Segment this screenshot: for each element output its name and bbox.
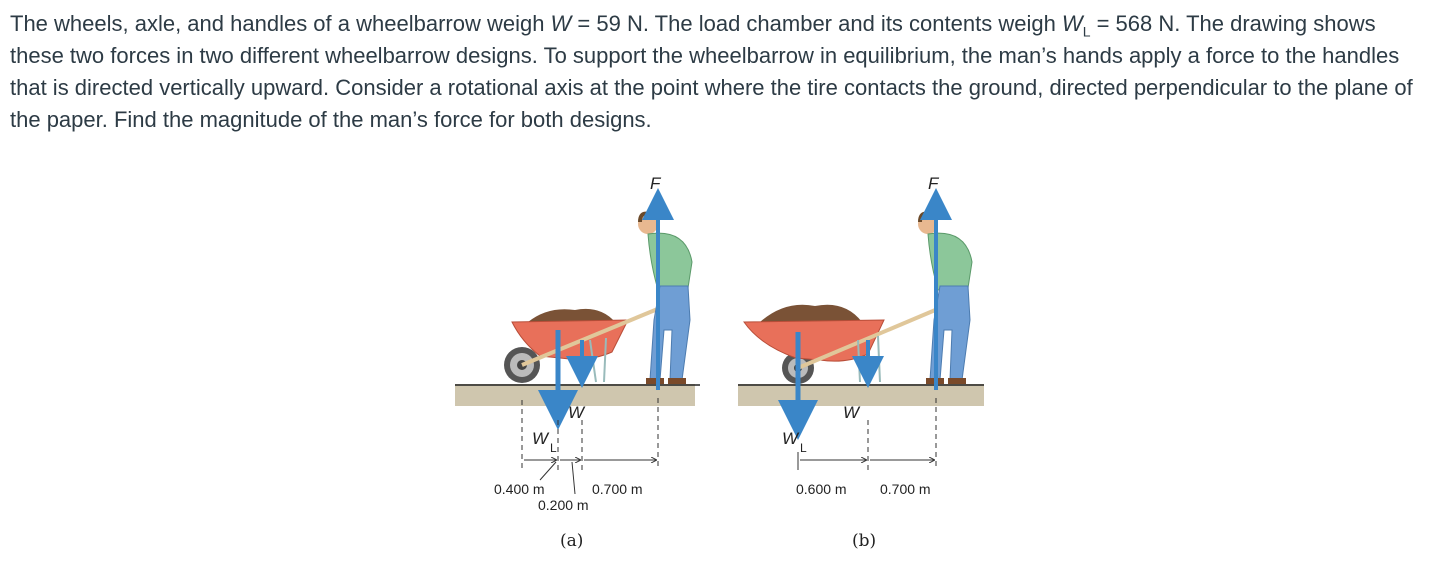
problem-text: The wheels, axle, and handles of a wheel… [10, 8, 1428, 136]
force-label-b: F [928, 174, 940, 193]
wheelbarrow-figure: F W W L 0.400 m 0.700 m 0.200 m (a) [455, 174, 984, 551]
problem-seg1: The wheels, axle, and handles of a wheel… [10, 11, 551, 36]
handle-b [797, 306, 941, 370]
dim-a-1: 0.400 m [494, 481, 545, 497]
dim-lines-a [524, 460, 656, 495]
design-a: F W W L 0.400 m 0.700 m 0.200 m (a) [455, 174, 700, 551]
dirt-b [760, 304, 862, 322]
w-symbol: W [550, 11, 572, 36]
caption-b: (b) [852, 531, 876, 551]
dim-b-1: 0.600 m [796, 481, 847, 497]
dash-lines-b [867, 398, 937, 470]
wl-label-a: W [532, 429, 550, 448]
dim-b-2: 0.700 m [880, 481, 931, 497]
force-label-a: F [650, 174, 662, 193]
problem-seg2: = 59 N. The load chamber and its content… [571, 11, 1062, 36]
ground-b [738, 384, 984, 406]
dim-a-2: 0.700 m [592, 481, 643, 497]
dirt-a [528, 308, 615, 322]
man-a [638, 211, 693, 384]
w-label-b: W [843, 403, 861, 422]
handle-a [521, 306, 661, 367]
wl-symbol: W [1061, 11, 1083, 36]
problem-seg3: = 568 N. The drawing shows these two for… [10, 11, 1413, 132]
dash-lines-a [521, 398, 659, 470]
wl-label-b: W [782, 429, 800, 448]
dim-lines-b [797, 452, 934, 470]
dim-a-3: 0.200 m [538, 497, 589, 513]
wl-sub-a: L [550, 441, 557, 455]
w-label-a: W [568, 403, 586, 422]
wl-subscript: L [1082, 23, 1091, 40]
man-b [918, 211, 973, 384]
design-b: F W W L 0.600 m 0.700 m (b) [738, 174, 984, 551]
caption-a: (a) [560, 531, 583, 551]
wl-sub-b: L [800, 441, 807, 455]
